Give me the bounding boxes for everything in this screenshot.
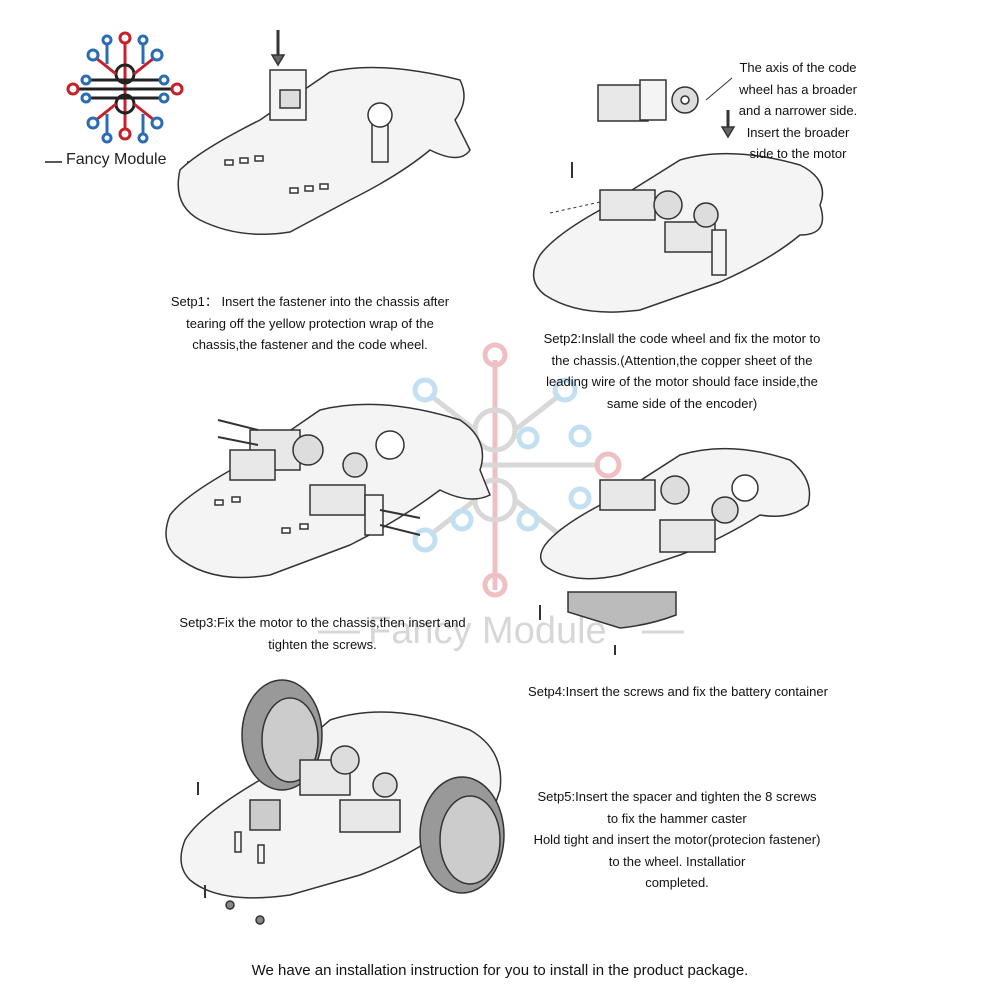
step1-line: tearing off the yellow protection wrap o… xyxy=(186,315,434,331)
step3-caption: Setp3:Fix the motor to the chassis,then … xyxy=(170,612,475,655)
step5-line: to fix the hammer caster xyxy=(607,810,747,826)
step2-chassis-drawing xyxy=(532,77,824,313)
footer-note: We have an installation instruction for … xyxy=(251,962,749,979)
step1-chassis-drawing xyxy=(177,30,471,236)
step5-line: completed. xyxy=(645,875,709,890)
step5-line: Setp5:Insert the spacer and tighten the … xyxy=(537,789,817,804)
brand-name: Fancy Module xyxy=(66,151,167,168)
step1-line: Setp1： Insert the fastener into the chas… xyxy=(170,294,450,309)
step4-caption: Setp4:Insert the screws and fix the batt… xyxy=(520,681,836,703)
callout-line: and a narrower side. xyxy=(738,103,858,118)
step2-line: the chassis.(Attention,the copper sheet … xyxy=(551,352,813,368)
step5-line: Hold tight and insert the motor(protecio… xyxy=(533,832,821,847)
watermark-text: Fancy Module xyxy=(368,610,607,652)
step5-caption: Setp5:Insert the spacer and tighten the … xyxy=(520,786,834,894)
step5-car-drawing xyxy=(180,679,505,925)
callout-line: Insert the broader xyxy=(746,124,850,140)
step3-line: Setp3:Fix the motor to the chassis,then … xyxy=(179,615,466,630)
step2-line: Setp2:Inslall the code wheel and fix the… xyxy=(543,331,821,346)
callout-line: The axis of the code xyxy=(739,60,857,75)
step5-line: to the wheel. Installatior xyxy=(608,853,746,869)
step1-caption: Setp1： Insert the fastener into the chas… xyxy=(160,291,460,356)
callout-line: side to the motor xyxy=(749,146,847,161)
step4-line: Setp4:Insert the screws and fix the batt… xyxy=(528,684,828,699)
step2-line: same side of the encoder) xyxy=(606,395,758,411)
step3-chassis-drawing xyxy=(165,403,491,579)
callout-line: wheel has a broader xyxy=(739,81,857,97)
step3-line: tighten the screws. xyxy=(268,636,377,652)
code-wheel-callout: The axis of the code wheel has a broader… xyxy=(728,57,868,165)
brand-logo xyxy=(45,31,204,163)
step2-line: leading wire of the motor should face in… xyxy=(546,374,818,389)
step4-chassis-drawing xyxy=(539,447,811,655)
step2-caption: Setp2:Inslall the code wheel and fix the… xyxy=(532,328,832,414)
step1-line: chassis,the fastener and the code wheel. xyxy=(192,337,428,352)
